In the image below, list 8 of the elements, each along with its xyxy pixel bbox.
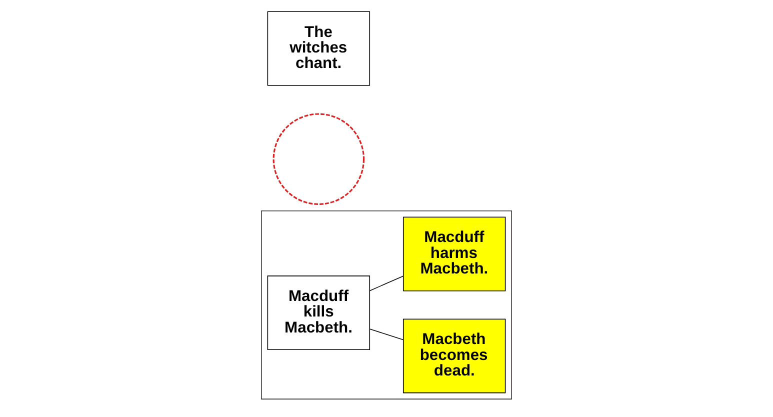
node-box: Macbeth becomes dead.	[402, 318, 506, 394]
connector	[369, 328, 404, 340]
node-box: The witches chant.	[267, 11, 370, 86]
node-circle	[272, 113, 365, 205]
connector	[369, 276, 404, 292]
cluster	[261, 210, 512, 400]
node-box: Macduff harms Macbeth.	[402, 216, 506, 292]
node-box: Macduff kills Macbeth.	[267, 276, 370, 350]
